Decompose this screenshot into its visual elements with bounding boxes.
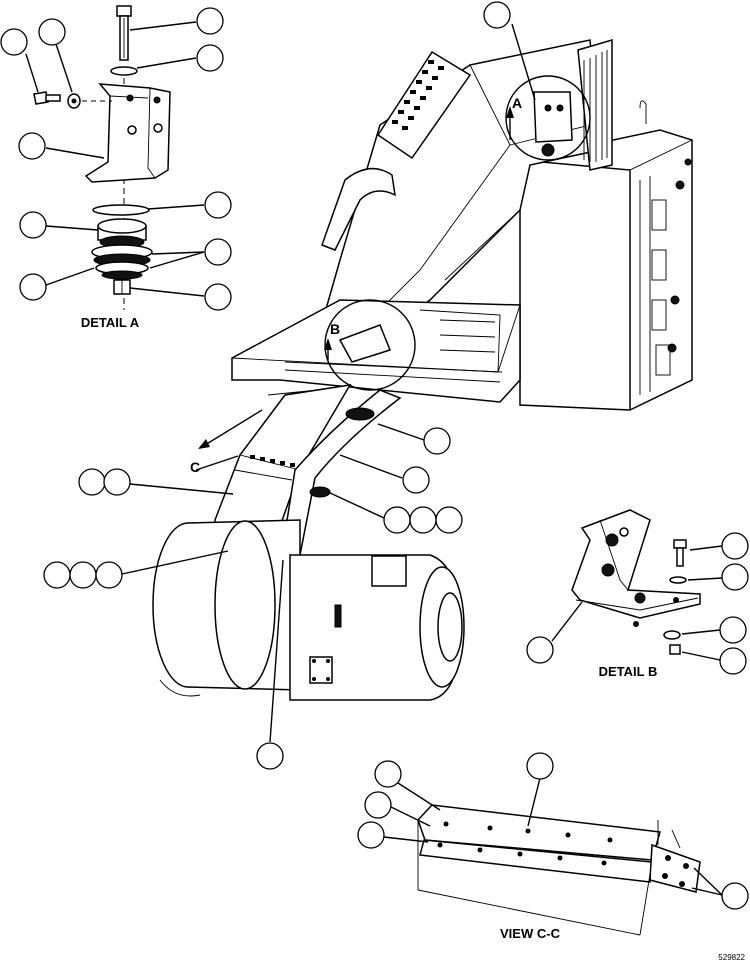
callout-bubble	[526, 636, 554, 664]
callout-bubble	[196, 44, 224, 72]
callout-bubble	[204, 191, 232, 219]
callout-bubble	[103, 468, 131, 496]
callout-bubble	[721, 882, 749, 910]
detail-a-assembly	[33, 5, 171, 310]
drawing-number: 529822	[718, 953, 745, 962]
section-label-a: A	[512, 95, 522, 111]
main-assembly	[152, 38, 693, 701]
view-cc-assembly	[417, 804, 701, 936]
callout-bubble	[43, 561, 71, 589]
callout-bubble	[383, 506, 411, 534]
callout-bubble	[719, 616, 747, 644]
main-callouts	[43, 1, 536, 770]
view-cc-callouts	[357, 752, 749, 910]
section-label-b: B	[330, 321, 340, 337]
detail-a-label: DETAIL A	[81, 315, 140, 330]
callout-bubble	[256, 742, 284, 770]
detail-a-callouts	[0, 7, 232, 311]
callout-bubble	[0, 28, 28, 56]
callout-bubble	[721, 563, 749, 591]
detail-b-callouts	[526, 532, 749, 675]
callout-bubble	[409, 506, 437, 534]
callout-bubble	[357, 821, 385, 849]
callout-bubble	[364, 791, 392, 819]
callout-bubble	[526, 752, 554, 780]
callout-bubble	[721, 532, 749, 560]
callout-bubble	[423, 427, 451, 455]
callout-bubble	[78, 468, 106, 496]
callout-bubble	[95, 561, 123, 589]
callout-bubble	[719, 647, 747, 675]
callout-bubble	[18, 132, 46, 160]
callout-bubble	[374, 760, 402, 788]
callout-bubble	[19, 273, 47, 301]
callout-bubble	[69, 561, 97, 589]
callout-bubble	[204, 238, 232, 266]
section-label-c: C	[190, 459, 200, 475]
view-cc-label: VIEW C-C	[500, 926, 561, 941]
callout-bubble	[483, 1, 511, 29]
callout-bubble	[435, 506, 463, 534]
callout-bubble	[204, 283, 232, 311]
detail-b-assembly	[571, 509, 701, 655]
detail-b-label: DETAIL B	[599, 664, 658, 679]
callout-bubble	[402, 466, 430, 494]
callout-bubble	[196, 7, 224, 35]
callout-bubble	[38, 18, 66, 46]
callout-bubble	[19, 211, 47, 239]
